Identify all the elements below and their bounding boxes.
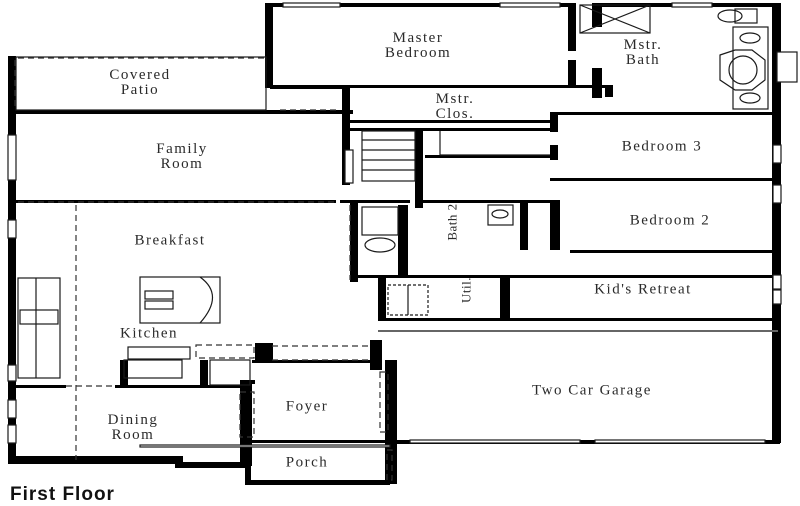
floor-title: First Floor bbox=[10, 484, 115, 505]
room-label-foyer: Foyer bbox=[285, 398, 329, 415]
room-label-kitchen: Kitchen bbox=[120, 325, 178, 342]
room-label-porch: Porch bbox=[285, 454, 329, 471]
room-label-master-closet: Mstr.Clos. bbox=[435, 91, 475, 122]
thin-lines bbox=[7, 2, 798, 448]
interior-walls bbox=[16, 60, 778, 443]
room-label-bath-2: Bath 2 bbox=[444, 203, 460, 241]
room-label-two-car-garage: Two Car Garage bbox=[532, 382, 652, 399]
room-label-kids-retreat: Kid's Retreat bbox=[594, 281, 692, 298]
room-label-bedroom-2: Bedroom 2 bbox=[629, 212, 711, 229]
room-label-breakfast: Breakfast bbox=[134, 232, 206, 249]
dashed-openings bbox=[14, 57, 393, 481]
room-label-bedroom-3: Bedroom 3 bbox=[621, 138, 703, 155]
room-label-master-bath: Mstr.Bath bbox=[623, 37, 663, 68]
room-label-utility: Util. bbox=[458, 277, 474, 303]
